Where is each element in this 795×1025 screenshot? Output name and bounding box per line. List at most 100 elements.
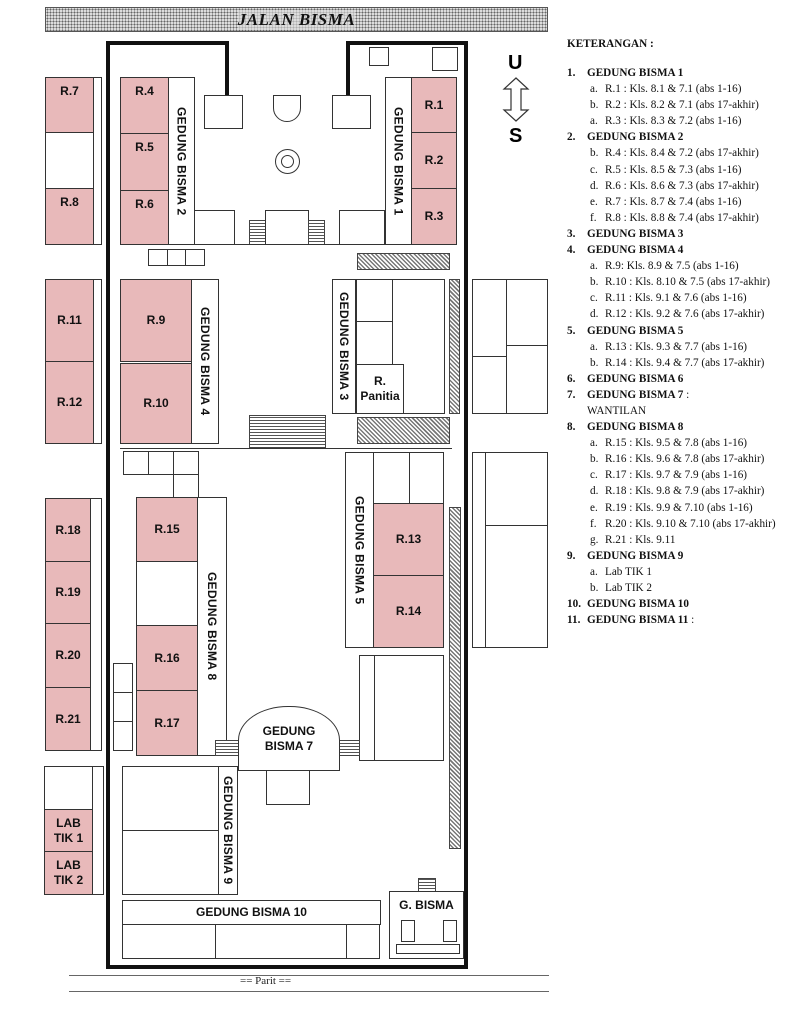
flagpole-icon [275, 149, 300, 174]
legend-item-number: 7. [567, 388, 576, 401]
building-gb8: GEDUNG BISMA 8 [197, 497, 227, 756]
corridor [92, 766, 104, 895]
room-label: R.5 [135, 140, 154, 154]
legend-subitem-letter: a. [590, 565, 598, 578]
room-label: LAB TIK 2 [53, 858, 84, 887]
room-r8: R.8 [45, 188, 94, 245]
legend-item: 6.GEDUNG BISMA 6 [567, 371, 776, 387]
legend-subitem: d.R.18 : Kls. 9.8 & 7.9 (abs 17-akhir) [567, 483, 776, 499]
legend-item-number: 4. [567, 244, 576, 257]
stairs [339, 740, 360, 756]
compass-south: S [509, 125, 523, 147]
room-label: R.21 [55, 711, 81, 726]
room-label: R.9 [146, 313, 166, 327]
legend-item-title: GEDUNG BISMA 7 [587, 388, 684, 401]
room [409, 452, 444, 504]
garden-hatched [449, 279, 460, 414]
small-building [339, 210, 385, 245]
divider-line [120, 448, 452, 450]
legend-item: 11.GEDUNG BISMA 11 : [567, 612, 776, 628]
legend-subitem-letter: b. [590, 582, 599, 594]
small-building [432, 47, 458, 71]
legend-subitem-text: Lab TIK 1 [605, 565, 653, 578]
legend-subitem-letter: e. [590, 195, 598, 208]
building-label: GEDUNG BISMA 7 [262, 723, 316, 753]
legend-subitem: b.R.10 : Kls. 8.10 & 7.5 (abs 17-akhir) [567, 274, 776, 290]
stairs [308, 220, 325, 245]
room-r5: R.5 [120, 133, 169, 191]
legend-item-title: GEDUNG BISMA 8 [587, 421, 684, 434]
legend-subitem-letter: b. [590, 453, 599, 466]
flagpole-icon-inner [281, 155, 294, 168]
legend-item-suffix: : [683, 388, 690, 401]
legend-subitem: a.R.9: Kls. 8.9 & 7.5 (abs 1-16) [567, 258, 776, 274]
room-label: R.7 [60, 84, 79, 98]
room-r4: R.4 [120, 77, 169, 134]
wall [346, 41, 350, 96]
legend-subitem-letter: b. [590, 99, 599, 112]
legend-subitem: b.R.16 : Kls. 9.6 & 7.8 (abs 17-akhir) [567, 451, 776, 467]
stairs [249, 415, 326, 448]
room-r12: R.12 [45, 361, 94, 444]
gate-post [204, 95, 243, 129]
garden-hatched [449, 507, 461, 849]
legend-subitem-letter: d. [590, 308, 599, 321]
legend-item-title: GEDUNG BISMA 2 [587, 131, 684, 144]
legend-subitem: f.R.8 : Kls. 8.8 & 7.4 (abs 17-akhir) [567, 210, 776, 226]
legend-subitem: b.Lab TIK 2 [567, 580, 776, 596]
legend-item: 8.GEDUNG BISMA 8 [567, 419, 776, 435]
small-room [167, 249, 186, 266]
stairs [215, 740, 239, 756]
legend-subitem: a.R.1 : Kls. 8.1 & 7.1 (abs 1-16) [567, 81, 776, 97]
legend-subitem-text: R.15 : Kls. 9.5 & 7.8 (abs 1-16) [605, 437, 748, 450]
legend-item: 7. GEDUNG BISMA 7 : [567, 387, 776, 403]
building-label: GEDUNG BISMA 10 [196, 905, 307, 919]
legend-subitem: b.R.14 : Kls. 9.4 & 7.7 (abs 17-akhir) [567, 355, 776, 371]
legend-item: 4.GEDUNG BISMA 4 [567, 242, 776, 258]
legend-subitem-letter: a. [590, 260, 598, 273]
legend-subitem-text: R.3 : Kls. 8.3 & 7.2 (abs 1-16) [605, 115, 742, 128]
legend-subitem-text: R.2 : Kls. 8.2 & 7.1 (abs 17-akhir) [605, 99, 759, 112]
room-label: R. Panitia [360, 374, 400, 403]
legend-subitem: a. Lab TIK 1 [567, 564, 776, 580]
building-gb10: GEDUNG BISMA 10 [122, 900, 381, 925]
room-r3: R.3 [411, 188, 457, 245]
room-r20: R.20 [45, 623, 91, 688]
shrine-icon [273, 95, 301, 122]
room-r15: R.15 [136, 497, 198, 562]
corridor [93, 77, 102, 245]
small-building [369, 47, 389, 66]
legend-subitem-text: R.1 : Kls. 8.1 & 7.1 (abs 1-16) [605, 83, 742, 96]
legend-item-number: 11. [567, 614, 581, 627]
room [346, 924, 380, 959]
small-room [148, 249, 168, 266]
small-room [123, 451, 149, 475]
legend-subitem-text: R.8 : Kls. 8.8 & 7.4 (abs 17-akhir) [605, 211, 759, 224]
legend-subitem: a.R.15 : Kls. 9.5 & 7.8 (abs 1-16) [567, 435, 776, 451]
wall [106, 41, 110, 969]
room-r18: R.18 [45, 498, 91, 562]
fixture [443, 920, 457, 942]
room-empty [44, 766, 93, 810]
legend-subitem-text: R.21 : Kls. 9.11 [605, 533, 676, 546]
small-room [173, 474, 199, 498]
compass-north: U [508, 52, 523, 74]
building-label: GEDUNG BISMA 1 [391, 106, 406, 216]
legend-subitem: e.R.7 : Kls. 8.7 & 7.4 (abs 1-16) [567, 194, 776, 210]
legend-subitem-text: R.6 : Kls. 8.6 & 7.3 (abs 17-akhir) [605, 179, 759, 192]
small-room [148, 451, 174, 475]
small-room [113, 663, 133, 693]
room [122, 830, 219, 895]
small-room [173, 451, 199, 475]
outside-building [506, 345, 548, 414]
fixture [401, 920, 415, 942]
ditch-line [69, 991, 549, 993]
legend-item-number: 1. [567, 67, 576, 79]
garden-hatched [357, 417, 450, 444]
legend-item-number: 2. [567, 131, 576, 144]
building-label: GEDUNG BISMA 2 [174, 106, 189, 216]
room-label: R.16 [154, 650, 180, 665]
room-label: R.2 [424, 153, 444, 167]
wall [106, 965, 468, 969]
